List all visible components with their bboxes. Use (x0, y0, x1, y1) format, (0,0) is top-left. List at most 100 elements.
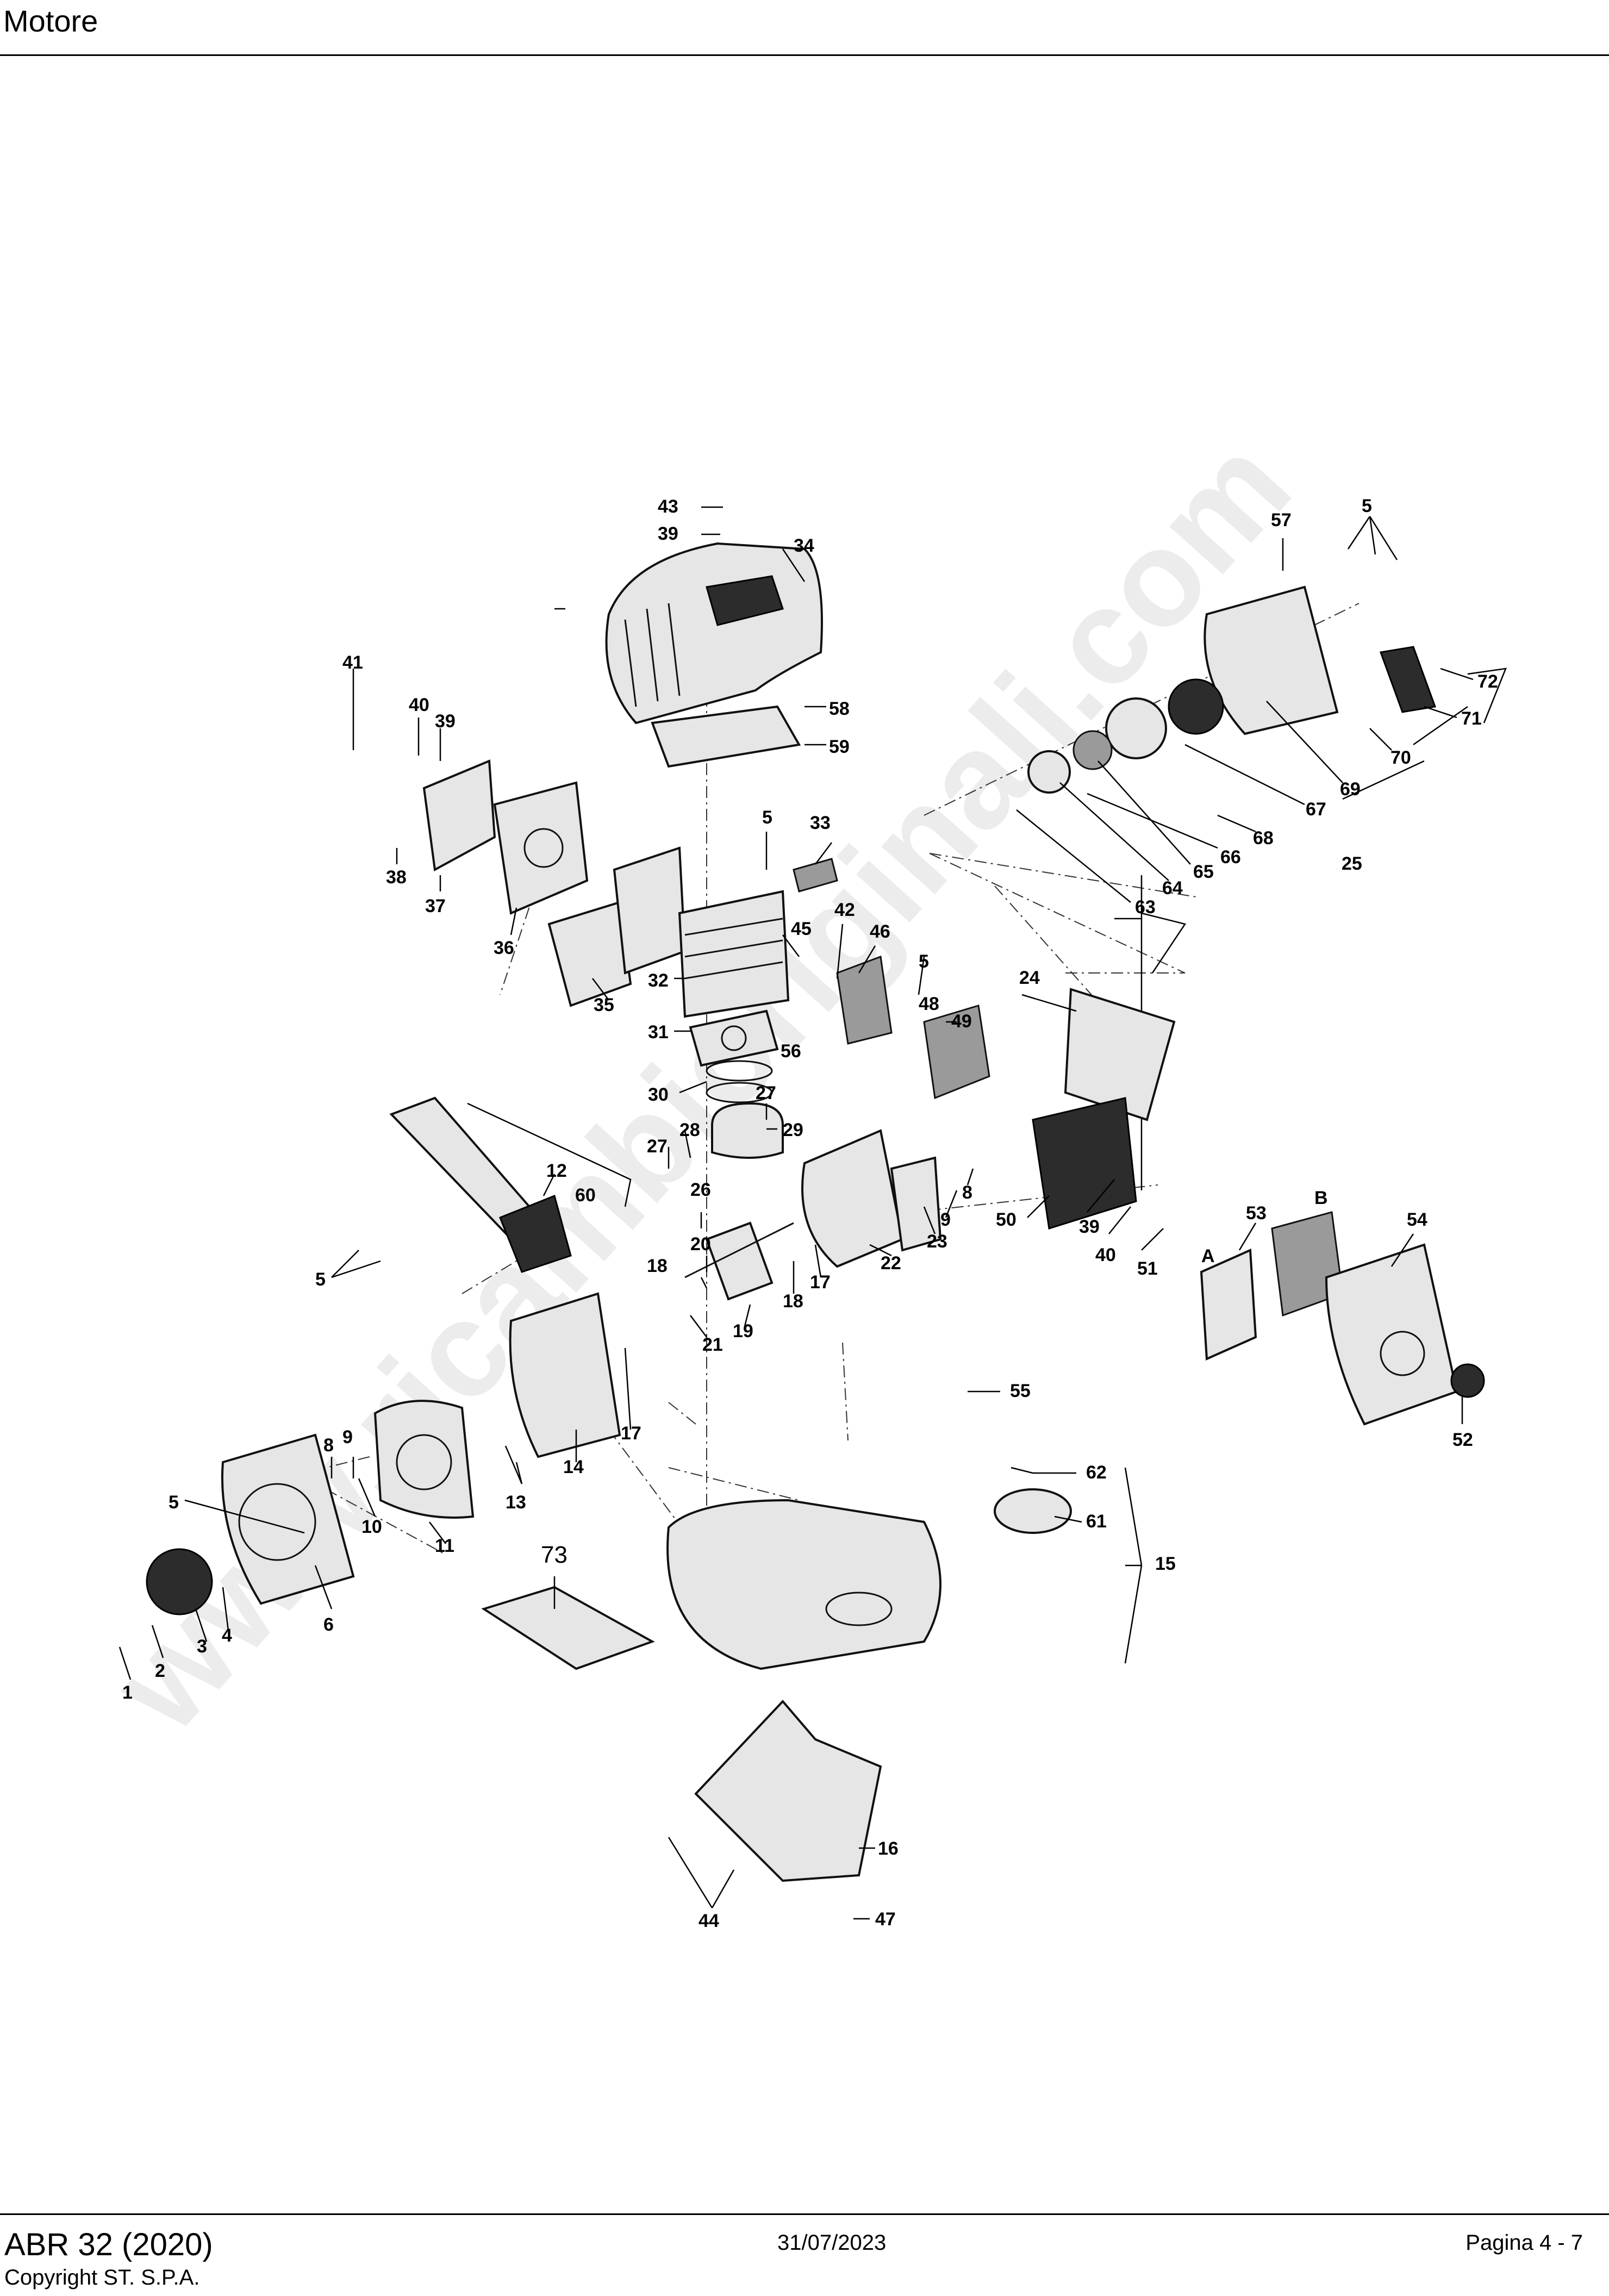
callout-71: 71 (1461, 708, 1482, 729)
part-61-fuel-cap (994, 1488, 1072, 1534)
callout-35: 35 (594, 995, 614, 1015)
part-3-clutch (146, 1548, 213, 1615)
callout-5-clutch: 5 (169, 1492, 179, 1513)
callout-22: 22 (881, 1253, 901, 1274)
callout-17-right: 17 (810, 1272, 831, 1293)
part-35-heat-shield (547, 846, 687, 1007)
callout-68: 68 (1253, 828, 1274, 848)
part-52-knob (1450, 1363, 1485, 1398)
callout-43: 43 (658, 496, 678, 517)
part-71-handle (1379, 646, 1437, 713)
part-50-air-filter-base (1032, 1097, 1137, 1230)
callout-36: 36 (494, 938, 514, 958)
callout-44: 44 (699, 1911, 719, 1931)
callout-25: 25 (1342, 853, 1362, 874)
callout-54: 54 (1407, 1209, 1427, 1230)
callout-51: 51 (1137, 1258, 1158, 1279)
part-49-carburetor (923, 1004, 990, 1100)
callout-56: 56 (781, 1041, 801, 1062)
callout-45: 45 (791, 919, 812, 939)
callout-61: 61 (1086, 1511, 1107, 1532)
callout-20: 20 (690, 1234, 711, 1255)
callout-38: 38 (386, 867, 407, 888)
callout-B: B (1314, 1188, 1328, 1208)
callout-18-right: 18 (783, 1291, 803, 1312)
part-57-starter-housing (1203, 585, 1339, 735)
callout-39-right: 39 (1079, 1216, 1100, 1237)
callout-4: 4 (222, 1625, 232, 1646)
callout-23: 23 (927, 1231, 947, 1252)
part-58-gasket (651, 705, 801, 768)
callout-2: 2 (155, 1661, 165, 1681)
callout-53: 53 (1246, 1203, 1267, 1224)
callout-19: 19 (733, 1321, 753, 1342)
callout-48: 48 (919, 994, 939, 1014)
part-60-handle-grip (499, 1194, 572, 1273)
part-19-crankshaft (684, 1221, 794, 1301)
callout-12: 12 (546, 1161, 567, 1181)
part-65-spring (1072, 730, 1113, 770)
callout-5-carb: 5 (919, 951, 929, 972)
part-23-crankcase-half (890, 1156, 942, 1252)
callout-59: 59 (829, 737, 850, 757)
callout-39-left: 39 (435, 711, 456, 732)
callout-31: 31 (648, 1022, 669, 1043)
callout-65: 65 (1193, 862, 1214, 882)
callout-50: 50 (996, 1209, 1016, 1230)
page-title: Motore (3, 4, 98, 38)
footer-model: ABR 32 (2020) (4, 2227, 213, 2262)
part-6-starter-cover (221, 1433, 355, 1605)
callout-A: A (1201, 1246, 1215, 1266)
callout-70: 70 (1390, 747, 1411, 768)
callout-14: 14 (563, 1457, 584, 1477)
part-69-recoil-spring (1168, 678, 1224, 735)
callout-labels: 43 39 34 58 59 41 40 39 38 37 36 35 32 3… (122, 496, 1498, 1931)
callout-10: 10 (361, 1517, 382, 1537)
callout-63: 63 (1135, 897, 1156, 918)
footer-page-number: Pagina 4 - 7 (1465, 2231, 1583, 2255)
part-54-air-filter-cover (1325, 1243, 1458, 1426)
leader-lines (119, 506, 1474, 1920)
callout-37: 37 (425, 896, 446, 916)
callout-6: 6 (323, 1614, 334, 1635)
part-32-cylinder (678, 890, 790, 1018)
callout-60: 60 (575, 1185, 596, 1206)
part-31-base-gasket (689, 1009, 779, 1067)
callout-57: 57 (1271, 510, 1292, 531)
callout-1: 1 (122, 1682, 133, 1703)
callout-21: 21 (702, 1334, 723, 1355)
part-29-piston (711, 1102, 784, 1159)
callout-29: 29 (783, 1120, 803, 1140)
callout-62: 62 (1086, 1462, 1107, 1483)
footer-copyright: Copyright ST. S.P.A. (4, 2266, 200, 2289)
part-24-gasket (1064, 988, 1176, 1121)
part-34-engine-cover (605, 542, 823, 725)
callout-18-left: 18 (647, 1256, 668, 1276)
callout-66: 66 (1220, 847, 1241, 868)
footer-date: 31/07/2023 (777, 2231, 887, 2255)
callout-40-right: 40 (1095, 1245, 1116, 1265)
callout-64: 64 (1162, 878, 1183, 899)
callout-5-handle: 5 (315, 1269, 326, 1290)
footer-rule (0, 2213, 1609, 2215)
callout-5-starter: 5 (1362, 496, 1372, 516)
callout-42: 42 (834, 900, 855, 920)
callout-30: 30 (648, 1084, 669, 1105)
part-37-air-cover (422, 759, 496, 872)
callout-15: 15 (1155, 1553, 1176, 1574)
assembly-brackets (467, 667, 1507, 1664)
callout-8-right: 8 (962, 1182, 972, 1203)
callout-47: 47 (875, 1909, 896, 1930)
callout-39-top: 39 (658, 523, 678, 544)
callout-72: 72 (1477, 671, 1498, 692)
part-67-pulley (1105, 697, 1167, 759)
part-73-manual (481, 1586, 655, 1670)
part-22-crankcase (801, 1129, 904, 1268)
callout-46: 46 (870, 921, 890, 942)
callout-55: 55 (1010, 1381, 1031, 1401)
callout-27-right: 27 (756, 1083, 776, 1103)
part-16-tank-guard (694, 1700, 882, 1882)
callout-27-left: 27 (647, 1136, 668, 1157)
header-rule (0, 54, 1609, 56)
